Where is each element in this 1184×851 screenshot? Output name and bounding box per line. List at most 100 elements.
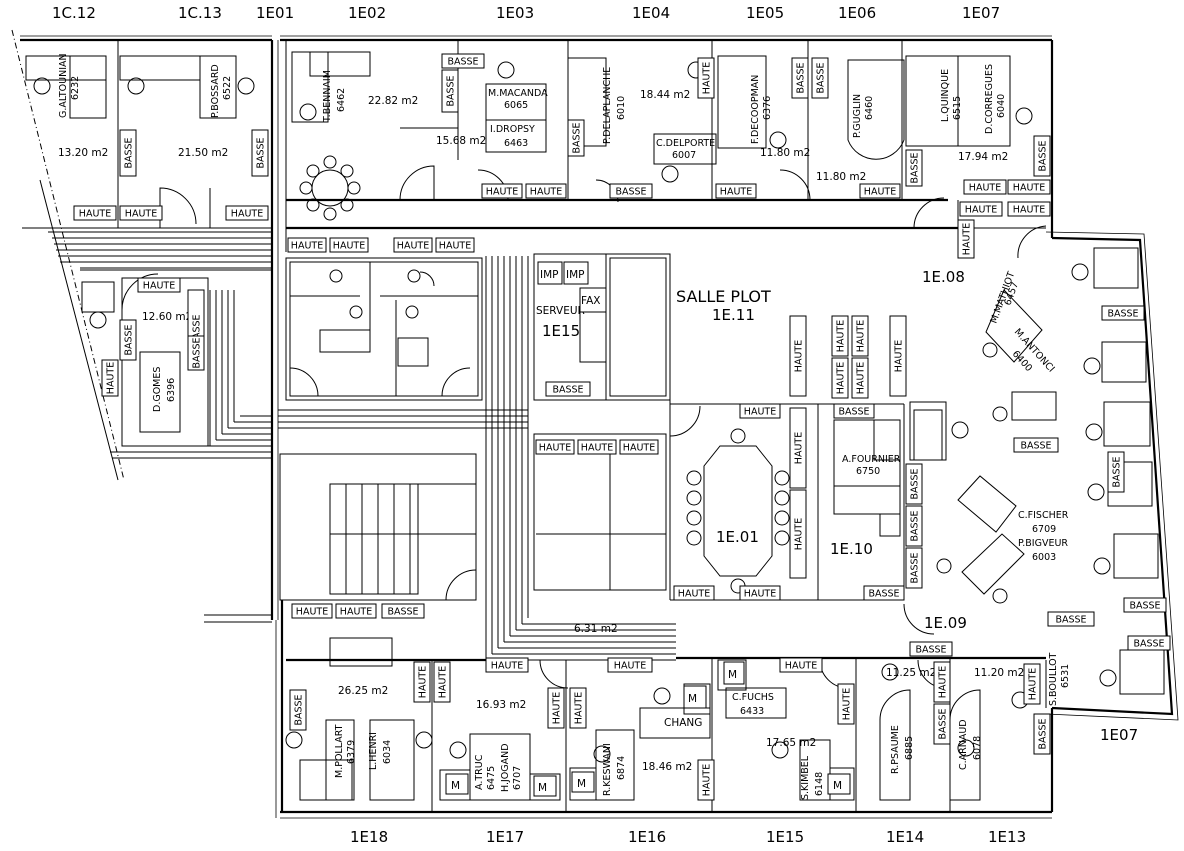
high-cabinet: [525, 183, 567, 199]
cabinet-label: BASSE: [572, 122, 583, 153]
room-label: 1E.09: [924, 614, 967, 632]
occupant-ext: 6522: [222, 76, 233, 100]
cabinet-label: BASSE: [910, 510, 921, 541]
high-cabinet: [859, 183, 901, 199]
low-cabinet: [1107, 451, 1125, 493]
low-cabinet: [1013, 437, 1059, 453]
area-label: 11.25 m2: [886, 667, 936, 679]
cabinet-label: HAUTE: [143, 281, 175, 292]
occupant-ext: 6148: [814, 772, 825, 796]
cabinet-label: HAUTE: [106, 362, 117, 394]
west-offices: [22, 40, 272, 459]
occupant-ext: 6433: [740, 706, 764, 717]
room-label: 1E.08: [922, 268, 965, 286]
cabinet-label: BASSE: [938, 708, 949, 739]
occupant-name: A.TRUC: [474, 754, 485, 790]
occupant-ext: 6078: [972, 736, 983, 760]
high-cabinet: [1007, 179, 1051, 195]
low-cabinet: [1033, 135, 1051, 177]
cabinet-label: BASSE: [1055, 615, 1086, 626]
occupant-ext: 6707: [512, 766, 523, 790]
occupant-name: C.FUCHS: [732, 692, 774, 703]
area-label: 6.31 m2: [574, 623, 618, 635]
cabinet-label: BASSE: [1038, 718, 1049, 749]
room-code: 1E03: [496, 4, 534, 22]
cabinet-label: HAUTE: [1013, 205, 1045, 216]
low-cabinet: [119, 129, 137, 177]
cabinet-label: HAUTE: [842, 688, 853, 720]
room-code: 1E14: [886, 828, 924, 846]
cabinet-label: HAUTE: [491, 661, 523, 672]
area-labels: 13.20 m2 21.50 m2 22.82 m2 15.68 m2 18.4…: [58, 89, 1024, 773]
occupant-ext: 6750: [856, 466, 880, 477]
high-cabinet: [739, 585, 781, 601]
occupant-ext: 6034: [382, 740, 393, 764]
occupant-ext: 6709: [1032, 524, 1056, 535]
high-cabinet: [831, 357, 849, 399]
low-cabinet: [1047, 611, 1095, 627]
cabinet-label: BASSE: [192, 337, 203, 368]
occupant-name: M.POLLART: [334, 724, 345, 778]
room-code: 1E15: [766, 828, 804, 846]
occupant-name: S.KIMBEL: [800, 755, 811, 800]
occupant-name: A.FOURNIER: [842, 454, 901, 465]
cabinet-label: BASSE: [294, 694, 305, 725]
cabinet-label: HAUTE: [539, 443, 571, 454]
room-label: SERVEUR: [536, 305, 585, 317]
area-label: 12.60 m2: [142, 311, 192, 323]
high-cabinet: [619, 439, 659, 455]
high-cabinet: [1023, 663, 1041, 705]
high-cabinet: [697, 57, 715, 99]
cabinet-label: BASSE: [124, 137, 135, 168]
cabinet-label: HAUTE: [623, 443, 655, 454]
occupant-name: P.BOSSARD: [210, 64, 221, 118]
low-cabinet: [905, 463, 923, 505]
low-cabinet: [545, 381, 591, 397]
occupant-ext: 6376: [762, 96, 773, 120]
high-cabinet: [225, 205, 269, 221]
cabinet-label: HAUTE: [678, 589, 710, 600]
room-code: 1C.13: [178, 4, 222, 22]
room-label: 1E07: [1100, 726, 1138, 744]
low-cabinet: [833, 403, 875, 419]
room-labels: 1E.08 1E.09 1E.10 1E.01 1E.11 SALLE PLOT…: [445, 261, 1138, 797]
low-cabinet: [119, 319, 137, 361]
high-cabinet: [831, 315, 849, 357]
cabinet-label: HAUTE: [438, 666, 449, 698]
area-label: 11.80 m2: [816, 171, 866, 183]
cabinet-label: BASSE: [838, 407, 869, 418]
room-code: 1E06: [838, 4, 876, 22]
cabinet-label: HAUTE: [836, 320, 847, 352]
occupant-name: I.DROPSY: [490, 124, 535, 135]
svg-text:M: M: [688, 693, 697, 705]
high-cabinet: [393, 237, 433, 253]
cabinet-label: HAUTE: [744, 407, 776, 418]
occupant-name: L.HENRI: [368, 732, 379, 770]
occupant-name: D.CORREGUES: [984, 64, 995, 134]
area-label: 11.80 m2: [760, 147, 810, 159]
occupant-name: P.DELAPLANCHE: [602, 67, 613, 144]
occupant-ext: 6460: [864, 96, 875, 120]
cabinet-label: HAUTE: [125, 209, 157, 220]
svg-text:M: M: [538, 782, 547, 794]
room-label: 1E15: [542, 322, 580, 340]
occupant-ext: 6003: [1032, 552, 1056, 563]
low-cabinet: [1123, 597, 1167, 613]
cabinet-label: BASSE: [910, 552, 921, 583]
low-cabinet: [863, 585, 905, 601]
room-code: 1E04: [632, 4, 670, 22]
low-cabinet: [811, 57, 829, 99]
low-cabinet: [1033, 713, 1051, 755]
high-cabinet: [933, 661, 951, 703]
high-cabinet: [789, 407, 807, 489]
occupant-name: R.PSAUME: [890, 725, 901, 774]
cabinet-label: HAUTE: [1013, 183, 1045, 194]
high-cabinet: [329, 237, 369, 253]
occupant-ext: 6885: [904, 736, 915, 760]
cabinet-label: BASSE: [796, 62, 807, 93]
occupant-name: M.MACANDA: [488, 88, 548, 99]
cabinet-label: HAUTE: [856, 362, 867, 394]
room-label: 1E.11: [712, 306, 755, 324]
occupant-name: C.FISCHER: [1018, 510, 1069, 521]
